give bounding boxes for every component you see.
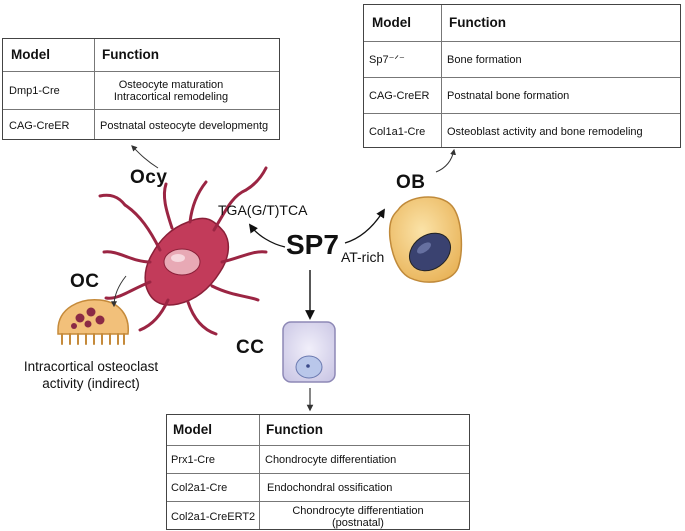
table-row: Col2a1-Cre Endochondral ossification	[167, 473, 469, 501]
arrow-sp7-to-ocy	[248, 223, 286, 248]
header-function: Function	[266, 422, 323, 437]
sp7-subscript: AT-rich	[340, 249, 385, 265]
table-header-row: Model Function	[3, 39, 279, 71]
label-cc: CC	[236, 337, 265, 358]
oc-caption-line: activity (indirect)	[42, 376, 140, 391]
function-line: Osteocyte maturation	[118, 78, 224, 91]
function-cell: Osteoblast activity and bone remodeling	[447, 125, 643, 138]
ocy-model-table: Model Function Dmp1-Cre Osteocyte matura…	[2, 38, 280, 140]
function-cell: Postnatal bone formation	[447, 89, 570, 102]
label-ob: OB	[396, 172, 426, 193]
model-cell: Prx1-Cre	[171, 453, 216, 466]
header-model: Model	[173, 422, 212, 437]
arrow-sp7-to-ob	[344, 208, 385, 244]
arrow-to-oc	[111, 275, 127, 308]
chondrocyte-cell	[282, 321, 336, 383]
header-model: Model	[372, 15, 411, 30]
function-cell: Chondrocyte differentiation (postnatal)	[260, 502, 456, 531]
label-ocy: Ocy	[130, 167, 168, 188]
osteocyte-cell	[98, 166, 268, 336]
model-cell: Dmp1-Cre	[9, 84, 60, 97]
table-row: CAG-CreER Postnatal bone formation	[364, 77, 680, 113]
table-header-row: Model Function	[364, 5, 680, 41]
function-cell: Bone formation	[447, 53, 522, 66]
function-line: (postnatal)	[332, 516, 384, 529]
ob-model-table: Model Function Sp7⁻ᐟ⁻ Bone formation CAG…	[363, 4, 681, 148]
function-line: Chondrocyte differentiation	[292, 504, 424, 517]
osteoclast-cell	[57, 299, 129, 345]
oc-caption-line: Intracortical osteoclast	[23, 359, 159, 374]
function-cell: Chondrocyte differentiation	[265, 453, 397, 466]
model-cell: CAG-CreER	[9, 119, 70, 132]
function-cell: Postnatal osteocyte developmentg	[100, 119, 269, 132]
motif-label: TGA(G/T)TCA	[218, 202, 308, 218]
model-cell: Col2a1-Cre	[171, 481, 228, 494]
sp7-text: SP7	[286, 229, 339, 260]
model-cell: CAG-CreER	[369, 89, 430, 102]
osteoblast-cell	[388, 196, 463, 283]
table-row: CAG-CreER Postnatal osteocyte developmen…	[3, 109, 279, 141]
header-model: Model	[11, 47, 50, 62]
function-cell: Osteocyte maturation Intracortical remod…	[96, 72, 246, 109]
cc-model-table: Model Function Prx1-Cre Chondrocyte diff…	[166, 414, 470, 530]
function-line: Intracortical remodeling	[113, 90, 229, 103]
label-oc: OC	[70, 271, 100, 292]
table-row: Dmp1-Cre Osteocyte maturation Intracorti…	[3, 71, 279, 109]
model-cell: Sp7⁻ᐟ⁻	[369, 53, 405, 66]
table-row: Col2a1-CreERT2 Chondrocyte differentiati…	[167, 501, 469, 531]
oc-caption: Intracortical osteoclast activity (indir…	[6, 358, 176, 392]
arrow-to-ob-table	[435, 148, 456, 173]
table-header-row: Model Function	[167, 415, 469, 445]
table-row: Prx1-Cre Chondrocyte differentiation	[167, 445, 469, 473]
header-function: Function	[449, 15, 506, 30]
model-cell: Col1a1-Cre	[369, 125, 426, 138]
table-row: Sp7⁻ᐟ⁻ Bone formation	[364, 41, 680, 77]
header-function: Function	[102, 47, 159, 62]
model-cell: Col2a1-CreERT2	[171, 510, 256, 523]
arrow-to-ocy-table	[131, 145, 159, 169]
table-row: Col1a1-Cre Osteoblast activity and bone …	[364, 113, 680, 149]
function-cell: Endochondral ossification	[267, 481, 393, 494]
